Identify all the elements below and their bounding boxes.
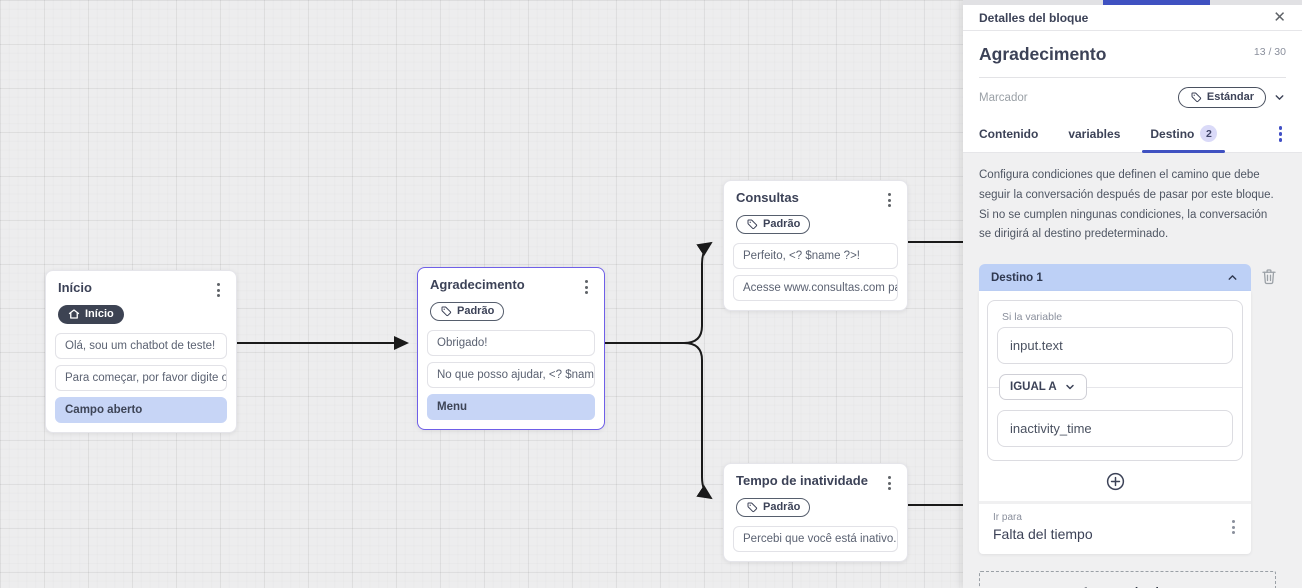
home-icon: [68, 309, 80, 319]
padrao-chip: Padrão: [430, 302, 505, 321]
node-menu-item[interactable]: Menu: [427, 394, 595, 420]
tag-icon: [1191, 92, 1201, 103]
node-message[interactable]: Obrigado!: [427, 330, 595, 356]
chip-label: Padrão: [763, 218, 801, 230]
panel-title: Detalles del bloque: [979, 10, 1089, 25]
node-message[interactable]: Perfeito, <? $name ?>!: [733, 243, 898, 269]
char-counter: 13 / 30: [1253, 46, 1286, 58]
operator-select[interactable]: IGUAL A: [999, 374, 1087, 401]
destino-count-badge: 2: [1200, 125, 1218, 142]
marker-label: Marcador: [979, 91, 1028, 104]
close-icon[interactable]: ✕: [1273, 9, 1286, 26]
go-to-menu-icon[interactable]: [1228, 518, 1239, 536]
padrao-chip: Padrão: [736, 215, 811, 234]
node-menu-icon[interactable]: [884, 191, 895, 209]
node-message[interactable]: Acesse www.consultas.com par...: [733, 275, 898, 301]
node-open-field-item[interactable]: Campo aberto: [55, 397, 227, 423]
chevron-up-icon: [1228, 275, 1237, 280]
block-name-input[interactable]: Agradecimento: [979, 44, 1107, 64]
flow-node-agradecimento[interactable]: Agradecimento Padrão Obrigado! No que po…: [417, 267, 605, 430]
chevron-down-icon[interactable]: [1273, 91, 1286, 104]
node-title: Agradecimento: [430, 277, 525, 292]
marker-standard-chip[interactable]: Estándar: [1177, 87, 1266, 108]
node-message[interactable]: Percebi que você está inativo. C...: [733, 526, 898, 552]
destination-description: Configura condiciones que definen el cam…: [979, 169, 1274, 241]
edge-agradecimento-consultas: [605, 241, 713, 344]
condition-variable-input[interactable]: [997, 327, 1233, 365]
add-condition-icon[interactable]: [1105, 471, 1126, 492]
chip-label: Padrão: [457, 305, 495, 317]
go-to-row[interactable]: Ir para Falta del tiempo: [979, 501, 1251, 554]
top-strip-accent: [1103, 0, 1210, 5]
node-title: Consultas: [736, 190, 799, 205]
destination-group: Destino 1 Si la variable IGUAL A: [979, 264, 1251, 555]
node-menu-icon[interactable]: [884, 474, 895, 492]
tag-icon: [747, 502, 758, 513]
condition-card: Si la variable IGUAL A: [987, 300, 1243, 462]
edge-agradecimento-tempo: [605, 342, 713, 500]
node-menu-icon[interactable]: [213, 281, 224, 299]
node-menu-icon[interactable]: [581, 278, 592, 296]
inicio-badge: Início: [58, 305, 124, 324]
node-title: Início: [58, 280, 92, 295]
go-to-value: Falta del tiempo: [993, 526, 1093, 543]
chip-label: Padrão: [763, 501, 801, 513]
trash-icon[interactable]: [1260, 267, 1278, 285]
destination-header-label: Destino 1: [991, 271, 1043, 284]
tag-icon: [441, 306, 452, 317]
condition-value-input[interactable]: [997, 410, 1233, 448]
condition-variable-label: Si la variable: [1002, 311, 1063, 324]
flow-node-tempo-inatividade[interactable]: Tempo de inatividade Padrão Percebi que …: [723, 463, 908, 562]
destination-collapse-header[interactable]: Destino 1: [979, 264, 1251, 292]
block-details-panel: Detalles del bloque ✕ Agradecimento 13 /…: [963, 0, 1302, 588]
badge-label: Início: [85, 308, 114, 320]
add-destination-button[interactable]: Agregar destino: [979, 571, 1276, 588]
marker-value: Estándar: [1206, 91, 1254, 103]
tab-variables[interactable]: variables: [1068, 126, 1121, 141]
chevron-down-icon: [1065, 384, 1074, 390]
tab-destino[interactable]: Destino 2: [1142, 116, 1226, 153]
tab-contenido[interactable]: Contenido: [979, 126, 1039, 141]
node-title: Tempo de inatividade: [736, 473, 868, 488]
padrao-chip: Padrão: [736, 498, 811, 517]
node-message[interactable]: No que posso ajudar, <? $name ...: [427, 362, 595, 388]
node-message[interactable]: Para começar, por favor digite o ...: [55, 365, 227, 391]
node-message[interactable]: Olá, sou um chatbot de teste!: [55, 333, 227, 359]
go-to-label: Ir para: [993, 512, 1022, 524]
flow-node-consultas[interactable]: Consultas Padrão Perfeito, <? $name ?>! …: [723, 180, 908, 311]
flow-node-inicio[interactable]: Início Início Olá, sou um chatbot de tes…: [45, 270, 237, 433]
tag-icon: [747, 219, 758, 230]
panel-top-strip: [963, 0, 1302, 5]
tabs-menu-icon[interactable]: [1275, 124, 1287, 144]
